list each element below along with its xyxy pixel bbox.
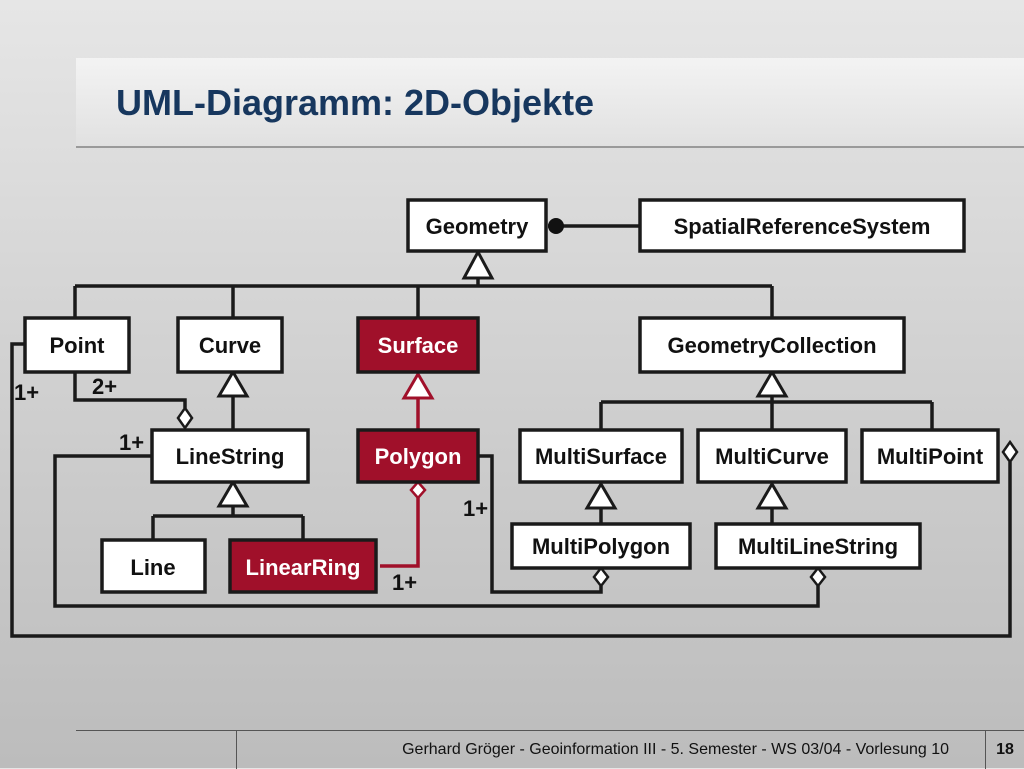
- class-spatial-reference-system-box: [638, 198, 966, 253]
- generalization-triangle: [755, 481, 789, 510]
- class-polygon-box: [356, 428, 480, 484]
- class-curve-label: Curve: [199, 333, 261, 358]
- aggregation-diamond: [592, 565, 610, 589]
- generalization-triangle: [401, 371, 435, 400]
- footer-divider: [985, 731, 986, 769]
- association-dot: [548, 218, 564, 234]
- polygon-multipolygon-aggregation: [478, 454, 603, 594]
- class-multicurve-box: [696, 428, 848, 484]
- class-multipolygon-label: MultiPolygon: [532, 534, 670, 559]
- geometry-generalization-lines: [73, 278, 774, 318]
- multiplicity-point-linestring: 2+: [92, 374, 117, 399]
- class-multipoint-box: [860, 428, 1000, 484]
- class-geometry-label: Geometry: [426, 214, 529, 239]
- title-bar: [76, 58, 1024, 148]
- class-polygon-label: Polygon: [375, 444, 462, 469]
- class-line-label: Line: [130, 555, 175, 580]
- footer-text: Gerhard Gröger - Geoinformation III - 5.…: [402, 741, 949, 758]
- class-point-box: [23, 316, 131, 374]
- class-surface-label: Surface: [378, 333, 459, 358]
- class-multipoint-label: MultiPoint: [877, 444, 984, 469]
- class-geometry-collection-box: [638, 316, 906, 374]
- footer-cell: [76, 731, 237, 769]
- linestring-multilinestring-aggregation: [53, 454, 820, 608]
- slide-number: 18: [996, 741, 1014, 758]
- aggregation-diamond: [409, 480, 427, 500]
- class-multisurface-label: MultiSurface: [535, 444, 667, 469]
- page-title: UML-Diagramm: 2D-Objekte: [116, 82, 595, 123]
- class-linestring-box: [150, 428, 310, 484]
- class-curve-box: [176, 316, 284, 374]
- generalization-triangle: [216, 369, 250, 398]
- class-line-box: [100, 538, 207, 594]
- linearring-polygon-aggregation: [380, 498, 420, 568]
- class-multilinestring-box: [714, 522, 922, 570]
- aggregation-diamond: [1001, 439, 1019, 465]
- class-linestring-label: LineString: [176, 444, 285, 469]
- multiplicity-polygon-multipolygon: 1+: [463, 496, 488, 521]
- class-multisurface-box: [518, 428, 684, 484]
- class-surface-box: [356, 316, 480, 374]
- class-spatial-reference-system-label: SpatialReferenceSystem: [674, 214, 931, 239]
- linestring-generalization-lines: [151, 506, 305, 540]
- class-linearring-box: [228, 538, 378, 594]
- generalization-triangle: [755, 369, 789, 398]
- multiplicity-point-multipoint: 1+: [14, 380, 39, 405]
- collection-generalization-lines: [599, 396, 934, 430]
- class-geometry-box: [406, 198, 548, 253]
- class-multipolygon-box: [510, 522, 692, 570]
- generalization-triangle: [584, 481, 618, 510]
- generalization-triangle: [461, 248, 495, 280]
- multiplicity-linestring-multilinestring: 1+: [119, 430, 144, 455]
- class-linearring-label: LinearRing: [246, 555, 361, 580]
- footer: Gerhard Gröger - Geoinformation III - 5.…: [76, 730, 1024, 769]
- point-linestring-aggregation: [73, 372, 187, 408]
- class-multicurve-label: MultiCurve: [715, 444, 829, 469]
- class-point-label: Point: [50, 333, 106, 358]
- point-multipoint-aggregation: [10, 342, 1012, 638]
- class-multilinestring-label: MultiLineString: [738, 534, 898, 559]
- aggregation-diamond: [176, 405, 194, 431]
- aggregation-diamond: [809, 565, 827, 589]
- multiplicity-linearring-polygon: 1+: [392, 570, 417, 595]
- generalization-triangle: [216, 479, 250, 508]
- class-geometry-collection-label: GeometryCollection: [667, 333, 876, 358]
